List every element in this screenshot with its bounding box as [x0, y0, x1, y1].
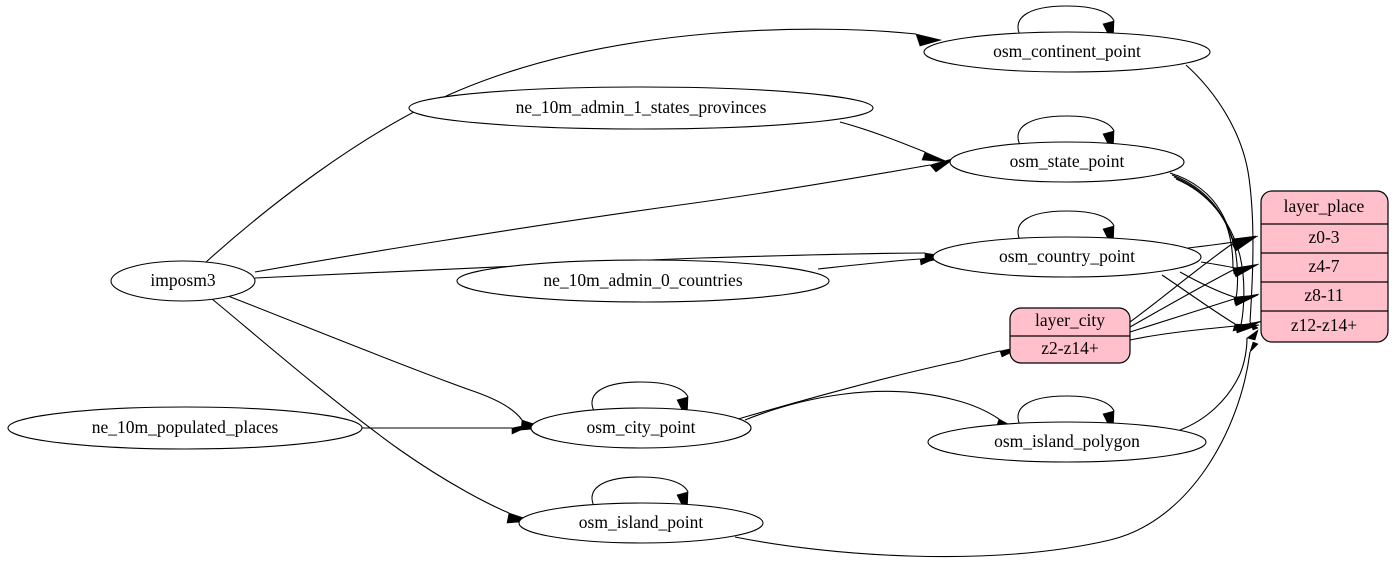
record-layer_city-title: layer_city	[1035, 310, 1105, 330]
record-layer_place-title: layer_place	[1284, 196, 1365, 216]
edge-layer_city-to-layer_place-z8-11	[1129, 294, 1259, 333]
node-ne_states-label: ne_10m_admin_1_states_provinces	[516, 97, 767, 117]
edge-osm_island_polygon-to-layer_place-z12	[1179, 329, 1259, 431]
edge-imposm3-to-osm_continent_point	[204, 28, 943, 264]
edge-layer_city-to-layer_place-z12	[1129, 324, 1260, 341]
node-osm_island_polygon[interactable]: osm_island_polygon	[927, 421, 1207, 463]
record-layer_place-row-z12-z14plus[interactable]: z12-z14+	[1291, 315, 1357, 335]
node-osm_island_polygon-label: osm_island_polygon	[994, 431, 1140, 451]
record-layer_place-row-z0-3[interactable]: z0-3	[1308, 227, 1339, 247]
edge-imposm3-to-osm_state_point	[254, 157, 956, 273]
node-osm_city_point-label: osm_city_point	[587, 417, 696, 437]
node-imposm3[interactable]: imposm3	[110, 260, 256, 302]
edge-layer_city-to-layer_place-z4-7	[1129, 264, 1258, 328]
record-layer_place-row-z4-7[interactable]: z4-7	[1308, 256, 1339, 276]
node-layer: imposm3 ne_10m_admin_1_states_provinces …	[7, 31, 1211, 544]
node-imposm3-label: imposm3	[150, 270, 215, 290]
node-osm_continent_point-label: osm_continent_point	[993, 41, 1141, 61]
node-ne_countries-label: ne_10m_admin_0_countries	[543, 270, 742, 290]
record-layer_place[interactable]: layer_place z0-3 z4-7 z8-11 z12-z14+	[1260, 190, 1389, 343]
node-osm_country_point-label: osm_country_point	[999, 246, 1135, 266]
record-layer_city-row-z2-z14plus[interactable]: z2-z14+	[1041, 338, 1099, 358]
edge-ne_populated-to-osm_city_point	[362, 422, 537, 435]
record-layer_place-row-z8-11[interactable]: z8-11	[1304, 285, 1343, 305]
edge-osm_island_point-to-layer_place-z12	[734, 341, 1259, 558]
record-layer_city[interactable]: layer_city z2-z14+	[1009, 307, 1131, 364]
node-ne_10m_admin_0_countries[interactable]: ne_10m_admin_0_countries	[456, 259, 830, 303]
node-ne_populated-label: ne_10m_populated_places	[92, 417, 279, 437]
node-osm_island_point[interactable]: osm_island_point	[518, 502, 764, 544]
node-osm_continent_point[interactable]: osm_continent_point	[923, 31, 1211, 73]
node-osm_country_point[interactable]: osm_country_point	[932, 236, 1202, 278]
edge-osm_city_point-to-layer_city	[737, 345, 1025, 420]
node-ne_10m_admin_1_states_provinces[interactable]: ne_10m_admin_1_states_provinces	[408, 86, 874, 130]
node-osm_state_point[interactable]: osm_state_point	[949, 141, 1185, 183]
record-layer: layer_place z0-3 z4-7 z8-11 z12-z14+ lay…	[1009, 190, 1389, 364]
node-osm_city_point[interactable]: osm_city_point	[530, 407, 752, 449]
edge-osm_continent_point-to-layer_place-z12	[1185, 64, 1259, 331]
node-ne_10m_populated_places[interactable]: ne_10m_populated_places	[7, 406, 363, 450]
node-osm_island_point-label: osm_island_point	[579, 512, 704, 532]
node-osm_state_point-label: osm_state_point	[1010, 151, 1125, 171]
edge-osm_state_point-to-layer_place-z0-3	[1169, 172, 1257, 246]
edge-osm_country_point-to-layer_place-z12	[1161, 274, 1260, 332]
edge-ne_states-to-osm_state_point	[839, 121, 949, 163]
edge-osm_city_point-to-osm_island_polygon	[744, 390, 1022, 432]
edge-layer_city-to-layer_place-z0-3	[1129, 236, 1257, 323]
